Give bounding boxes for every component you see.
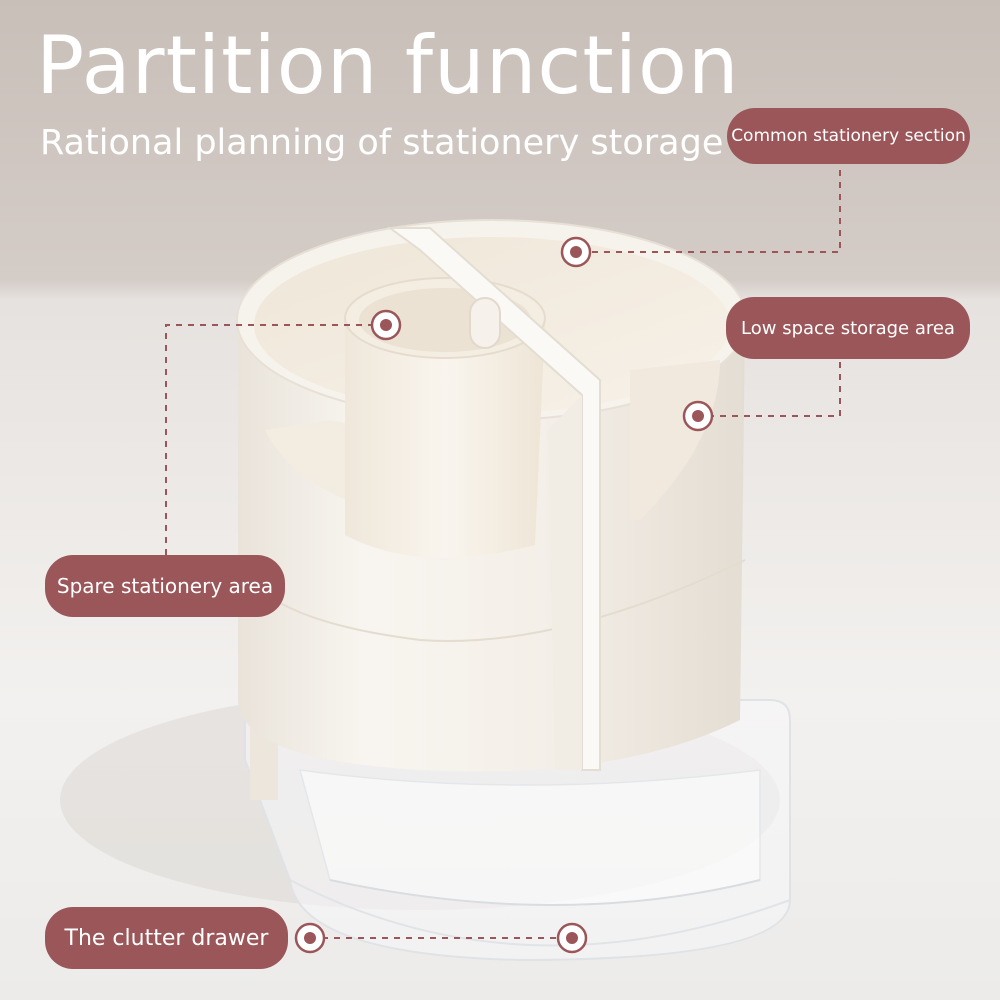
marker-common-icon <box>560 236 592 268</box>
marker-drawer-left-icon <box>294 922 326 954</box>
marker-low-icon <box>682 400 714 432</box>
leader-lines <box>165 170 841 939</box>
marker-drawer-right-icon <box>556 922 588 954</box>
page-subtitle: Rational planning of stationery storage <box>40 123 724 163</box>
page-title: Partition function <box>36 19 740 112</box>
callout-common-stationery: Common stationery section <box>727 108 970 164</box>
callout-low-space: Low space storage area <box>726 297 970 359</box>
divider-handle <box>386 227 601 771</box>
callout-spare-stationery: Spare stationery area <box>45 555 285 617</box>
marker-spare-icon <box>370 309 402 341</box>
callout-clutter-drawer: The clutter drawer <box>45 907 288 969</box>
